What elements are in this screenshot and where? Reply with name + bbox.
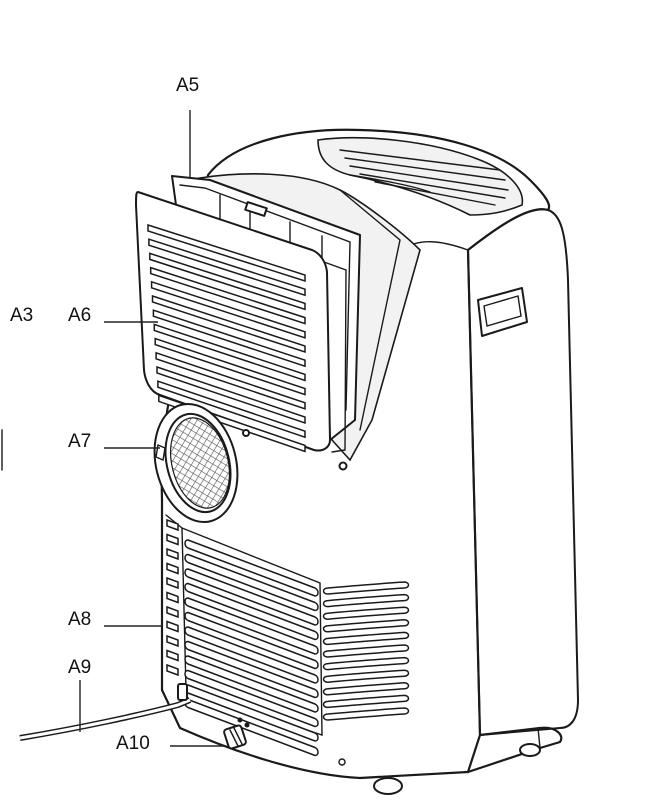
lower-grille-slat xyxy=(184,655,319,713)
right-vent-slat xyxy=(322,669,410,683)
top-vent-slats xyxy=(339,149,509,206)
upper-grille-slat xyxy=(152,309,306,368)
right-vent-slat xyxy=(322,656,410,671)
left-vent-slot xyxy=(166,591,179,604)
upper-grille-slat xyxy=(149,252,306,311)
label-a3: A3 xyxy=(10,305,33,326)
right-vent-slat xyxy=(322,682,410,696)
power-cord-a9 xyxy=(19,683,192,741)
unit-body xyxy=(160,128,579,795)
label-a9: A9 xyxy=(68,657,91,678)
lower-grille-slat xyxy=(184,669,319,728)
right-vent-slat xyxy=(322,581,410,595)
lower-grille-slat xyxy=(184,640,319,699)
left-vent-slot xyxy=(166,634,179,648)
right-vent-slat xyxy=(322,631,410,646)
right-vent-slat xyxy=(322,694,410,709)
left-vent-slot xyxy=(166,576,179,590)
upper-grille-slat xyxy=(154,337,306,396)
upper-grille-slat xyxy=(148,238,306,297)
label-a6: A6 xyxy=(68,305,91,326)
left-vent-slot xyxy=(166,663,179,677)
left-edge-vent-slots xyxy=(166,518,179,677)
filter-recess xyxy=(196,173,421,462)
right-vent-slat xyxy=(322,606,410,620)
left-vent-slot xyxy=(166,547,179,561)
leader-lines xyxy=(79,110,226,747)
left-vent-slot xyxy=(166,649,179,662)
lower-grille-slat xyxy=(184,597,319,655)
lower-grille-slat xyxy=(184,539,319,597)
right-vent-slat xyxy=(322,644,410,658)
drain-plug-a10 xyxy=(223,717,250,750)
upper-grille-slat xyxy=(147,223,306,283)
carry-handle xyxy=(477,287,528,337)
lower-grille-slat xyxy=(184,553,319,612)
left-vent-slot xyxy=(166,562,179,575)
right-lower-vent-slats xyxy=(322,581,410,721)
upper-grille-slat xyxy=(157,380,306,439)
lower-grille-slats xyxy=(184,539,319,757)
label-a5: A5 xyxy=(176,75,199,96)
upper-grille-slat xyxy=(156,365,306,425)
left-vent-slot xyxy=(166,533,179,546)
lower-grille-a8 xyxy=(165,514,323,736)
lower-grille-slat xyxy=(184,582,319,641)
lower-grille-slat xyxy=(184,611,319,670)
upper-grille-slat xyxy=(153,323,306,382)
upper-grille-slat xyxy=(151,294,306,354)
label-a8: A8 xyxy=(68,609,91,630)
caster-wheel-front xyxy=(373,777,403,795)
upper-grille-slat xyxy=(149,266,306,325)
label-a10: A10 xyxy=(116,733,150,754)
caster-wheel-right xyxy=(519,743,541,757)
lower-grille-slat xyxy=(184,568,319,626)
right-vent-slat xyxy=(322,593,410,608)
left-vent-slot xyxy=(166,620,179,633)
upper-grille-slat xyxy=(155,351,306,410)
right-vent-slat xyxy=(322,619,410,633)
exhaust-outlet-a7 xyxy=(153,402,239,524)
upper-grille-slat xyxy=(150,280,306,339)
right-vent-slat xyxy=(322,707,410,721)
left-vent-slot xyxy=(166,605,179,619)
left-vent-slot xyxy=(166,518,179,532)
lower-grille-slat xyxy=(184,626,319,684)
label-a7: A7 xyxy=(68,431,91,452)
upper-grille-slats xyxy=(147,223,306,453)
